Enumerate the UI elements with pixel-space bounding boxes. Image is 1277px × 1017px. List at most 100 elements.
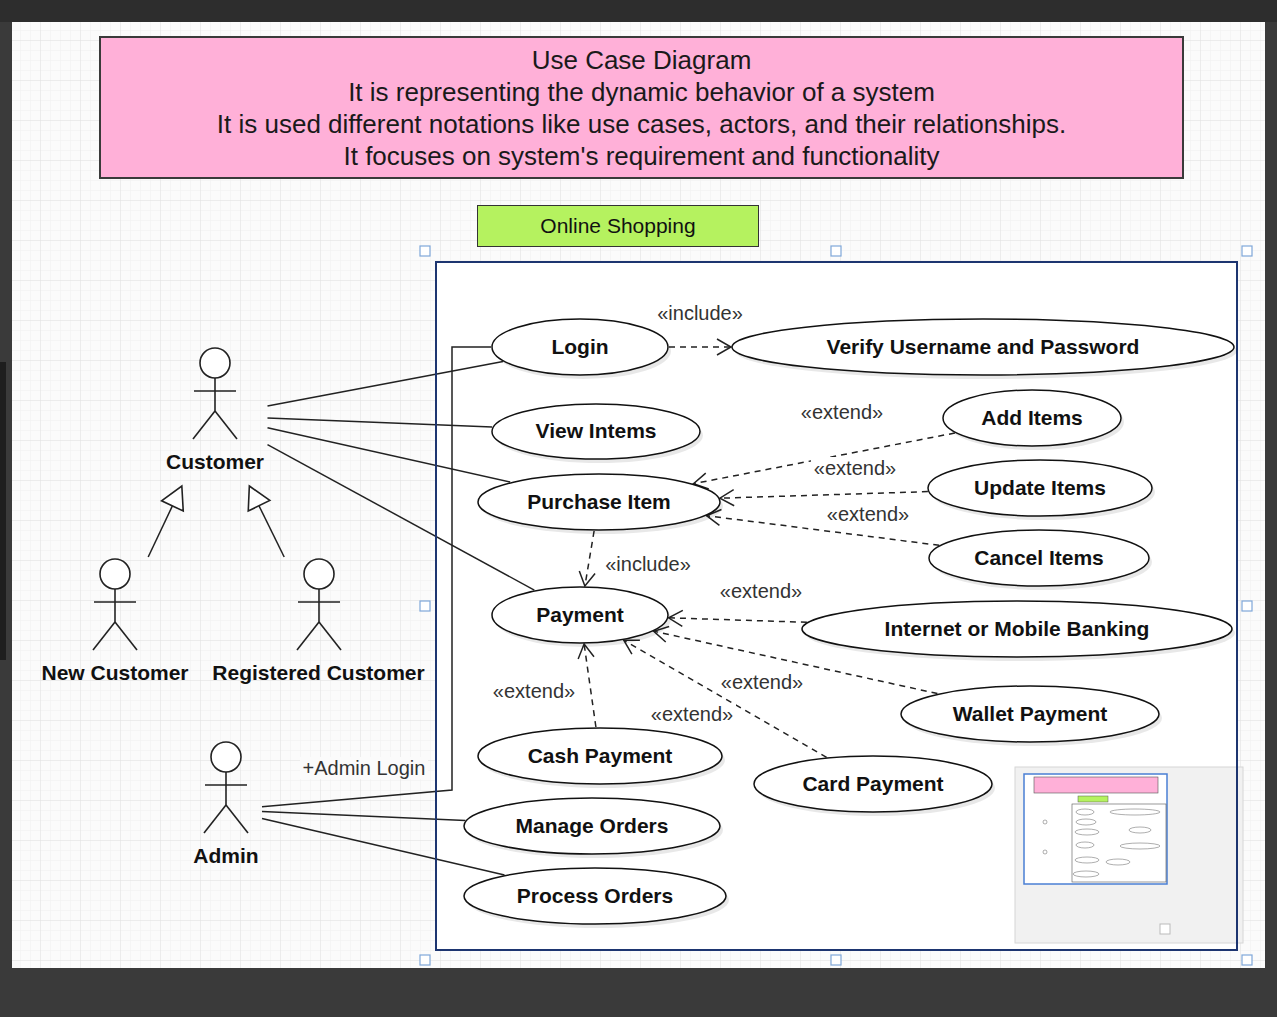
use-case: Wallet Payment bbox=[900, 685, 1160, 743]
top-bar bbox=[0, 0, 1277, 22]
stereotype-label: «extend» bbox=[648, 703, 736, 725]
system-name: Online Shopping bbox=[540, 214, 695, 238]
use-case-name: View Intems bbox=[536, 419, 657, 443]
use-case: Purchase Item bbox=[477, 473, 721, 531]
use-case-ellipse bbox=[929, 530, 1149, 586]
dependency-arrow bbox=[694, 433, 955, 489]
use-case: Process Orders bbox=[463, 867, 727, 925]
note-line: It focuses on system's requirement and f… bbox=[343, 140, 939, 172]
stick-figure bbox=[294, 557, 344, 653]
connector-line bbox=[259, 506, 284, 557]
use-case-ellipse bbox=[492, 587, 668, 643]
minimap-actor bbox=[1043, 850, 1047, 854]
stereotype-label: «extend» bbox=[798, 401, 886, 423]
actor: Registered Customer bbox=[209, 557, 428, 697]
use-case: Login bbox=[491, 318, 669, 376]
actor-name: Admin bbox=[190, 844, 262, 868]
stereotype-label: «include» bbox=[602, 553, 694, 575]
note-line: It is representing the dynamic behavior … bbox=[348, 76, 935, 108]
minimap-ellipse bbox=[1075, 829, 1099, 835]
selection-handle bbox=[1242, 246, 1252, 256]
note-heading: Use Case Diagram bbox=[532, 44, 752, 76]
actor-leg bbox=[93, 622, 115, 650]
use-case: Payment bbox=[491, 586, 669, 644]
actor-head bbox=[100, 559, 130, 589]
dependency-arrow bbox=[578, 644, 596, 727]
minimap-actor bbox=[1043, 820, 1047, 824]
use-case-ellipse bbox=[943, 390, 1121, 446]
edge-label: +Admin Login bbox=[300, 757, 429, 779]
minimap-ellipse bbox=[1129, 827, 1151, 833]
connector-line bbox=[148, 506, 172, 557]
connector-line bbox=[268, 418, 493, 427]
use-case-name: Process Orders bbox=[517, 884, 673, 908]
minimap-ellipse bbox=[1075, 857, 1099, 863]
use-case-name: Manage Orders bbox=[516, 814, 669, 838]
use-case-name: Update Items bbox=[974, 476, 1106, 500]
minimap bbox=[1015, 767, 1243, 943]
stereotype-label: «extend» bbox=[718, 671, 806, 693]
actor-leg bbox=[319, 622, 341, 650]
stereotype-label: «extend» bbox=[717, 580, 805, 602]
connector-line bbox=[268, 362, 504, 407]
selection-handle bbox=[420, 955, 430, 965]
connector-line bbox=[669, 346, 731, 348]
open-arrowhead bbox=[579, 571, 595, 586]
minimap-ellipse bbox=[1076, 842, 1094, 848]
actor-head bbox=[211, 742, 241, 772]
actor-body bbox=[225, 772, 227, 805]
actor: Customer bbox=[163, 346, 268, 486]
use-case-ellipse bbox=[928, 460, 1152, 516]
minimap-boundary bbox=[1072, 804, 1166, 882]
open-arrowhead bbox=[717, 339, 731, 355]
minimap-viewport bbox=[1024, 774, 1167, 884]
actor-body bbox=[114, 589, 116, 622]
minimap-ellipse bbox=[1106, 859, 1130, 865]
actor-leg bbox=[297, 622, 319, 650]
actor-leg bbox=[215, 411, 237, 439]
minimap-ellipse bbox=[1110, 809, 1160, 815]
connector-line bbox=[694, 433, 955, 484]
stereotype-label: «extend» bbox=[824, 503, 912, 525]
use-case: Verify Username and Password bbox=[731, 318, 1235, 376]
note-line: It is used different notations like use … bbox=[217, 108, 1066, 140]
use-case-name: Verify Username and Password bbox=[827, 335, 1140, 359]
minimap-shapes bbox=[1043, 809, 1160, 877]
actor-name: New Customer bbox=[38, 661, 192, 685]
use-case-ellipse bbox=[901, 686, 1159, 742]
association-line bbox=[268, 428, 511, 482]
use-case-name: Cancel Items bbox=[974, 546, 1104, 570]
actor-leg bbox=[226, 805, 248, 833]
connector-line bbox=[720, 492, 928, 499]
use-case: Add Items bbox=[942, 389, 1122, 447]
use-case-ellipse bbox=[478, 728, 722, 784]
minimap-note bbox=[1034, 777, 1158, 793]
system-boundary: Online ShoppingLoginVerify Username and … bbox=[435, 261, 1238, 951]
use-case-ellipse bbox=[478, 474, 720, 530]
dependency-arrow bbox=[669, 610, 807, 626]
actor-name: Registered Customer bbox=[209, 661, 428, 685]
association-line bbox=[268, 418, 493, 427]
selection-handle bbox=[1242, 601, 1252, 611]
actor-arms bbox=[205, 784, 247, 786]
use-case: Manage Orders bbox=[463, 797, 721, 855]
actor-arms bbox=[94, 601, 136, 603]
selection-handle bbox=[420, 601, 430, 611]
dependency-arrow bbox=[579, 531, 595, 586]
actor-name: Customer bbox=[163, 450, 268, 474]
generalization-head bbox=[162, 486, 184, 511]
use-case-ellipse bbox=[754, 756, 992, 812]
stereotype-label: «include» bbox=[654, 302, 746, 324]
minimap-ellipse bbox=[1076, 819, 1096, 825]
use-case-ellipse bbox=[802, 601, 1232, 657]
minimap-ellipse bbox=[1073, 871, 1099, 877]
use-case-ellipse bbox=[492, 319, 668, 375]
use-case-ellipse bbox=[492, 404, 700, 459]
stick-figure bbox=[90, 557, 140, 653]
selection-handle bbox=[1242, 955, 1252, 965]
actor-arms bbox=[298, 601, 340, 603]
actor: New Customer bbox=[38, 557, 192, 697]
canvas-ground bbox=[12, 22, 1265, 968]
generalization bbox=[148, 486, 183, 557]
use-case-name: Cash Payment bbox=[528, 744, 673, 768]
